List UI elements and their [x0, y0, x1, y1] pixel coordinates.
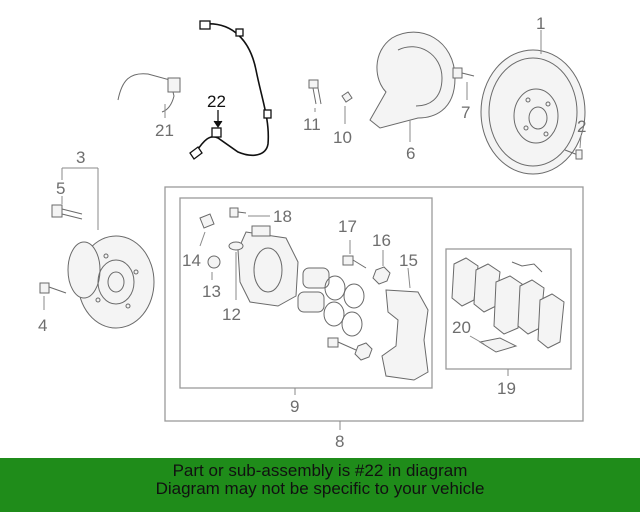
callout-13: 13: [202, 282, 221, 301]
brake-pads: [451, 257, 565, 349]
hub-bolt-lower: [39, 282, 67, 310]
callout-12: 12: [222, 305, 241, 324]
callout-21: 21: [155, 121, 174, 140]
callout-22: 22: [207, 92, 226, 111]
wheel-speed-sensor: [189, 20, 272, 160]
caliper-bracket: [381, 267, 429, 381]
callout-3: 3: [76, 148, 85, 167]
guide-nut-16: [372, 250, 391, 285]
bleeder-cap: [207, 255, 221, 280]
callout-14: 14: [182, 251, 201, 270]
brake-rotor: [480, 30, 586, 175]
callout-6: 6: [406, 144, 415, 163]
callout-18: 18: [273, 207, 292, 226]
callout-20: 20: [452, 318, 471, 337]
guide-bolt-17: [342, 240, 367, 269]
shield-bolt: [452, 67, 475, 100]
callout-11: 11: [303, 115, 321, 134]
caliper-bolt-18: [229, 207, 270, 218]
wheel-hub: [61, 167, 155, 329]
caliper-housing: [237, 225, 299, 307]
callout-9: 9: [290, 397, 299, 416]
info-banner: Part or sub-assembly is #22 in diagram D…: [0, 458, 640, 512]
callout-7: 7: [461, 103, 470, 122]
callout-17: 17: [338, 217, 357, 236]
callout-8: 8: [335, 432, 344, 451]
callout-5: 5: [56, 179, 65, 198]
brake-hose: [117, 73, 181, 118]
banner-line-1: Part or sub-assembly is #22 in diagram: [172, 461, 468, 480]
callout-10: 10: [333, 128, 352, 147]
hub-nut: [341, 91, 353, 124]
callout-1: 1: [536, 14, 545, 33]
callout-15: 15: [399, 251, 418, 270]
seal-12: [228, 241, 244, 300]
callout-2: 2: [577, 117, 586, 136]
callout-16: 16: [372, 231, 391, 250]
banner-line-2: Diagram may not be specific to your vehi…: [155, 479, 485, 498]
bleeder-screw: [199, 213, 215, 247]
pad-clip-20: [469, 335, 518, 353]
callout-4: 4: [38, 316, 47, 335]
rotor-screw: [564, 134, 583, 160]
callout-19: 19: [497, 379, 516, 398]
hub-bolt-upper: [51, 196, 83, 220]
pistons: [297, 267, 365, 337]
parts-diagram: 1 2 3 4 5 6 7 8 9 10 11 12 13 14 15 16 1…: [38, 14, 586, 451]
hub-bolt: [308, 79, 322, 112]
dust-shield: [369, 31, 456, 142]
guide-bolt-lower: [327, 337, 373, 361]
